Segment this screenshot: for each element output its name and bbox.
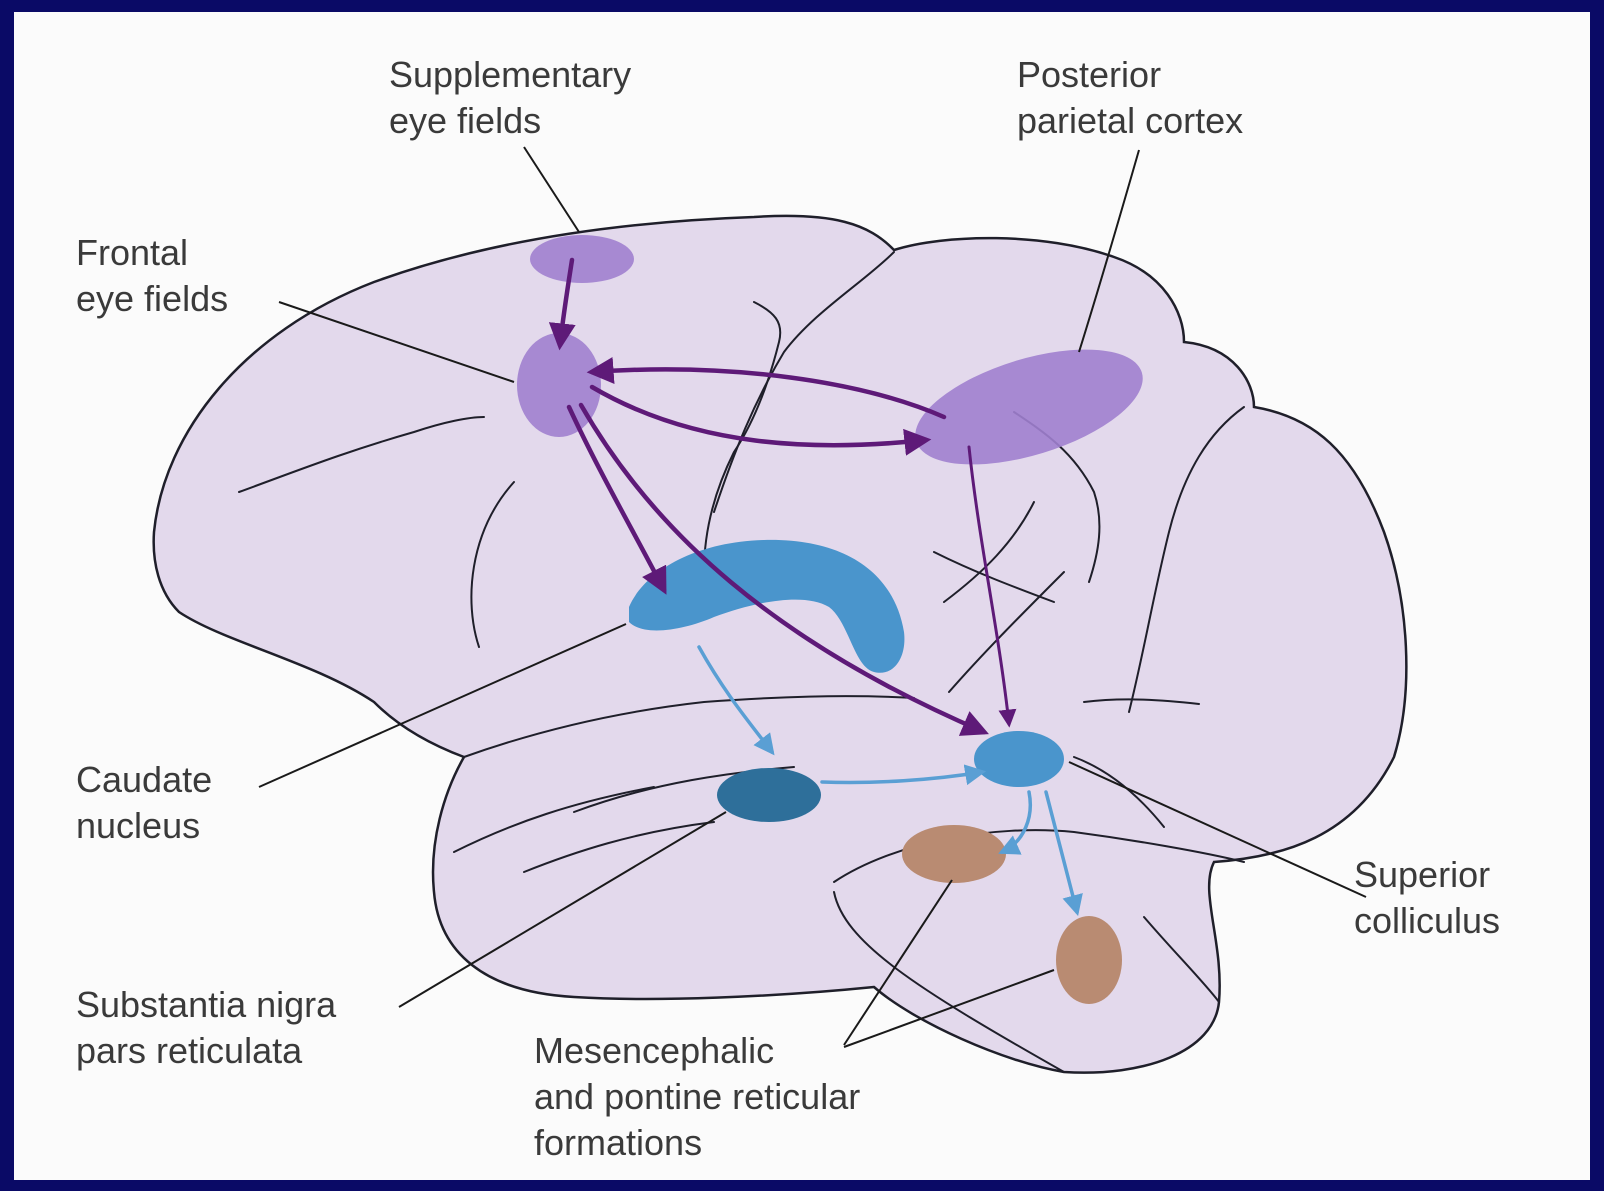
diagram-frame: Supplementary eye fields Posterior parie… <box>14 12 1590 1180</box>
label-line: Superior <box>1354 852 1500 898</box>
label-substantia-nigra: Substantia nigra pars reticulata <box>76 982 336 1074</box>
superior-colliculus-region <box>974 731 1064 787</box>
supplementary-eye-fields-region <box>530 235 634 283</box>
pontine-reticular-region <box>1056 916 1122 1004</box>
label-line: Mesencephalic <box>534 1028 860 1074</box>
label-line: Substantia nigra <box>76 982 336 1028</box>
label-mesencephalic-pontine: Mesencephalic and pontine reticular form… <box>534 1028 860 1166</box>
label-frontal-eye-fields: Frontal eye fields <box>76 230 228 322</box>
label-supplementary-eye-fields: Supplementary eye fields <box>389 52 631 144</box>
label-line: Frontal <box>76 230 228 276</box>
label-line: eye fields <box>389 98 631 144</box>
label-line: pars reticulata <box>76 1028 336 1074</box>
substantia-nigra-region <box>717 768 821 822</box>
cerebral-hemisphere-outline <box>154 216 1407 1073</box>
label-line: eye fields <box>76 276 228 322</box>
label-caudate-nucleus: Caudate nucleus <box>76 757 212 849</box>
label-line: colliculus <box>1354 898 1500 944</box>
label-line: nucleus <box>76 803 212 849</box>
label-line: and pontine reticular <box>534 1074 860 1120</box>
mesencephalic-reticular-region <box>902 825 1006 883</box>
label-superior-colliculus: Superior colliculus <box>1354 852 1500 944</box>
label-line: parietal cortex <box>1017 98 1243 144</box>
label-line: Caudate <box>76 757 212 803</box>
leader-supplementary-eye-fields <box>524 147 579 232</box>
label-line: Posterior <box>1017 52 1243 98</box>
label-posterior-parietal-cortex: Posterior parietal cortex <box>1017 52 1243 144</box>
label-line: Supplementary <box>389 52 631 98</box>
label-line: formations <box>534 1120 860 1166</box>
